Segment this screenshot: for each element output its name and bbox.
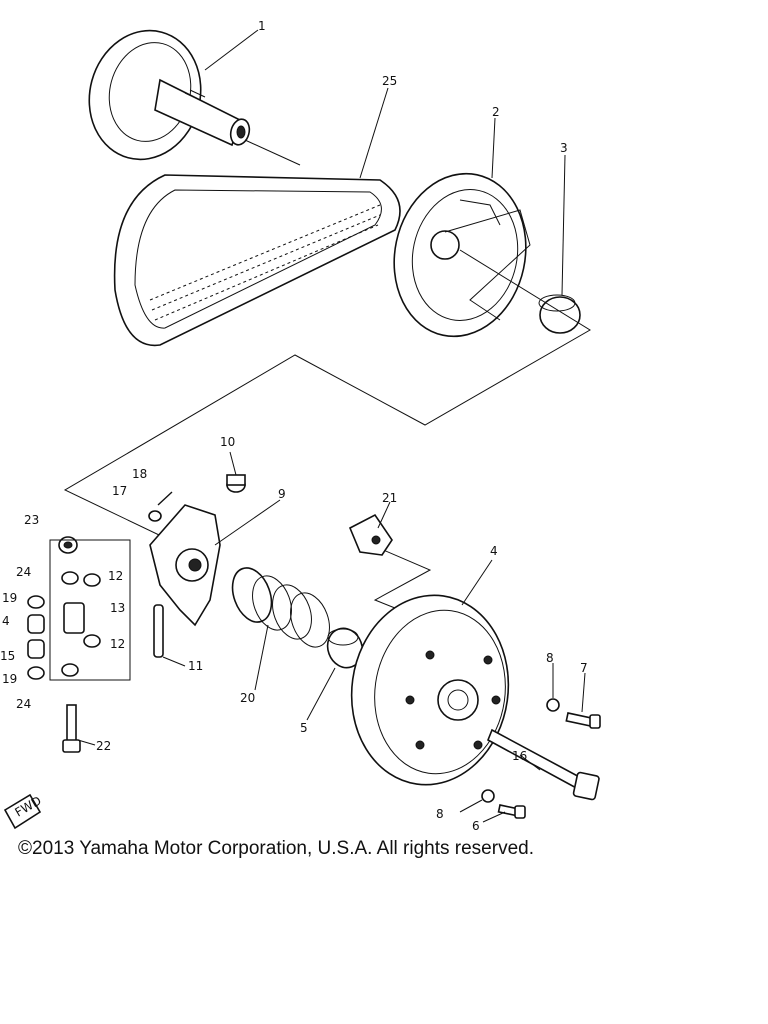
bushing-part-5 — [326, 627, 364, 669]
copyright-notice: ©2013 Yamaha Motor Corporation, U.S.A. A… — [18, 838, 534, 859]
bolt-part-6 — [497, 804, 526, 819]
label-11: 11 — [188, 659, 203, 673]
label-22: 22 — [96, 739, 111, 753]
label-4: 4 — [490, 544, 498, 558]
label-12-upper: 12 — [108, 569, 123, 583]
label-21: 21 — [382, 491, 397, 505]
label-2: 2 — [492, 105, 500, 119]
label-3: 3 — [560, 141, 568, 155]
cap-part-10 — [226, 474, 246, 493]
bolt-part-7 — [565, 712, 601, 729]
label-9: 9 — [278, 487, 286, 501]
nut-part-23 — [58, 536, 78, 554]
bushing-part-3 — [538, 294, 581, 334]
movable-sheave-part-2 — [393, 172, 531, 338]
label-6: 6 — [472, 819, 480, 833]
spring-part-20 — [231, 567, 330, 648]
bolt-part-16 — [486, 728, 600, 801]
direction-badge: FWD — [3, 793, 44, 830]
label-17: 17 — [112, 484, 127, 498]
label-23: 23 — [24, 513, 39, 527]
spider-part-9 — [149, 504, 221, 627]
leader-lines — [77, 29, 586, 823]
washer-part-8-upper — [546, 698, 560, 712]
washer-part-8-lower — [481, 789, 495, 803]
bolt-part-22 — [62, 704, 81, 753]
label-18: 18 — [132, 467, 147, 481]
drive-belt-part-25 — [113, 174, 401, 347]
label-8-upper: 8 — [546, 651, 554, 665]
label-8-lower: 8 — [436, 807, 444, 821]
label-12-lower: 12 — [110, 637, 125, 651]
weight-assembly — [27, 539, 131, 681]
washer-part-17 — [148, 510, 162, 522]
cam-part-21 — [348, 513, 393, 556]
label-24-lower: 24 — [16, 697, 31, 711]
label-16: 16 — [512, 749, 527, 763]
label-24-upper: 24 — [16, 565, 31, 579]
label-19-lower: 19 — [2, 672, 17, 686]
label-7: 7 — [580, 661, 588, 675]
label-19-upper: 19 — [2, 591, 17, 605]
label-1: 1 — [258, 19, 266, 33]
label-4-small: 4 — [2, 614, 10, 628]
label-15: 15 — [0, 649, 15, 663]
pin-part-11 — [153, 604, 164, 658]
fixed-sheave-part-1 — [88, 29, 251, 161]
label-20: 20 — [240, 691, 255, 705]
label-13: 13 — [110, 601, 125, 615]
label-10: 10 — [220, 435, 235, 449]
cover-part-4 — [350, 594, 510, 786]
pin-part-18 — [157, 491, 173, 506]
label-5: 5 — [300, 721, 308, 735]
label-25: 25 — [382, 74, 397, 88]
callout-labels: 1 25 2 3 10 18 17 9 23 21 4 24 12 19 13 … — [0, 19, 588, 833]
